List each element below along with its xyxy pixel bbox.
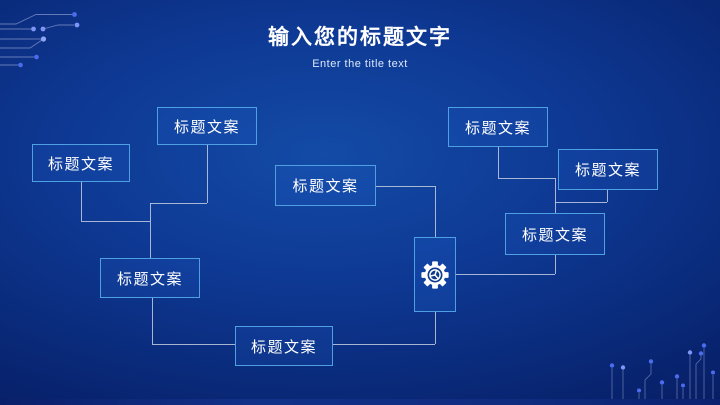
node-label: 标题文案 bbox=[47, 155, 114, 173]
connector-line bbox=[555, 202, 607, 203]
connector-line bbox=[207, 145, 208, 203]
node-label: 标题文案 bbox=[521, 226, 588, 244]
diagram-node-4[interactable]: 标题文案 bbox=[235, 326, 333, 366]
node-label: 标题文案 bbox=[574, 162, 641, 179]
connector-line bbox=[456, 274, 555, 275]
diagram-node-5[interactable]: 标题文案 bbox=[275, 165, 376, 206]
diagram-node-7[interactable]: 标题文案 bbox=[558, 149, 658, 190]
bottom-accent-bar bbox=[0, 399, 720, 405]
connector-line bbox=[150, 203, 207, 204]
node-label: 标题文案 bbox=[292, 178, 359, 195]
diagram-node-8[interactable]: 标题文案 bbox=[505, 213, 605, 255]
connector-line bbox=[152, 298, 153, 344]
diagram-node-2[interactable]: 标题文案 bbox=[157, 107, 257, 145]
node-label: 标题文案 bbox=[250, 338, 317, 356]
central-gear-node[interactable] bbox=[414, 237, 456, 312]
connector-line bbox=[333, 344, 435, 345]
connector-line bbox=[150, 203, 151, 258]
connector-line bbox=[81, 221, 150, 222]
connector-line bbox=[152, 344, 235, 345]
slide-header: 输入您的标题文字 Enter the title text bbox=[0, 24, 720, 70]
gear-icon bbox=[421, 260, 449, 289]
connector-line bbox=[555, 178, 556, 213]
page-title[interactable]: 输入您的标题文字 bbox=[268, 26, 452, 49]
connector-line bbox=[498, 147, 499, 178]
node-label: 标题文案 bbox=[464, 119, 531, 137]
connector-line bbox=[376, 186, 435, 187]
connector-line bbox=[81, 182, 82, 221]
node-label: 标题文案 bbox=[173, 118, 240, 136]
diagram-node-6[interactable]: 标题文案 bbox=[448, 107, 548, 147]
connector-line bbox=[607, 190, 608, 202]
connector-line bbox=[555, 255, 556, 274]
node-label: 标题文案 bbox=[116, 270, 183, 288]
page-subtitle[interactable]: Enter the title text bbox=[312, 58, 408, 70]
diagram-node-1[interactable]: 标题文案 bbox=[32, 144, 130, 182]
connector-line bbox=[498, 178, 555, 179]
connector-line bbox=[435, 186, 436, 237]
circuit-decoration-bottom-right bbox=[609, 343, 715, 405]
diagram-node-3[interactable]: 标题文案 bbox=[100, 258, 200, 298]
connector-line bbox=[435, 312, 436, 344]
